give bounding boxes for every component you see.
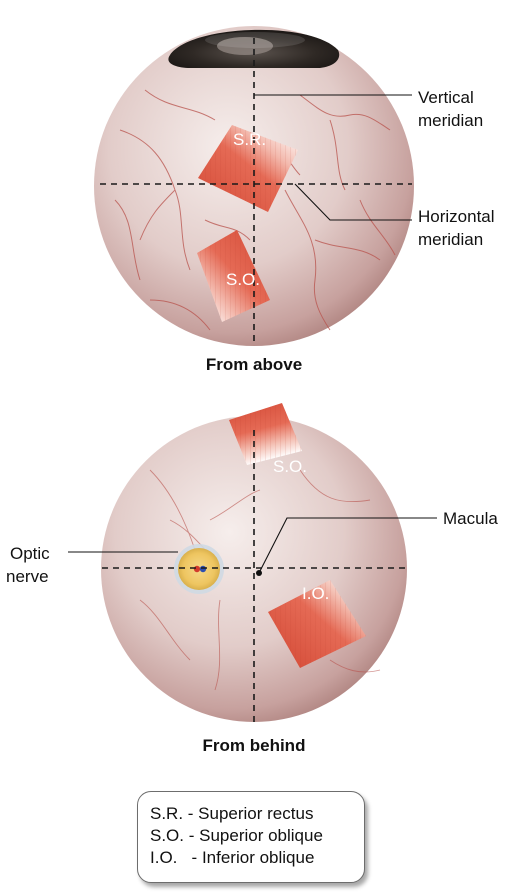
label-horizontal-meridian-line1: Horizontal [418, 207, 495, 226]
label-inferior-oblique: I.O. [302, 584, 329, 603]
label-optic-nerve-line1: Optic [10, 544, 50, 563]
label-optic-nerve-line2: nerve [6, 567, 49, 586]
legend-row-superior-rectus: S.R. - Superior rectus [150, 803, 364, 825]
optic-nerve-disc [174, 544, 224, 594]
label-superior-oblique-back: S.O. [273, 457, 307, 476]
label-superior-oblique-top: S.O. [226, 270, 260, 289]
label-macula: Macula [443, 509, 498, 528]
legend-row-inferior-oblique: I.O. - Inferior oblique [150, 847, 364, 869]
label-superior-rectus: S.R. [233, 130, 266, 149]
label-vertical-meridian-line1: Vertical [418, 88, 474, 107]
caption-from-behind: From behind [203, 736, 306, 755]
legend-row-superior-oblique: S.O. - Superior oblique [150, 825, 364, 847]
label-horizontal-meridian-line2: meridian [418, 230, 483, 249]
eye-from-above: S.R. S.O. Vertical meridian Horizontal m… [94, 26, 495, 374]
abbreviation-legend: S.R. - Superior rectus S.O. - Superior o… [137, 791, 365, 883]
caption-from-above: From above [206, 355, 302, 374]
label-vertical-meridian-line2: meridian [418, 111, 483, 130]
eye-from-behind: S.O. I.O. Macula Optic nerve From behind [6, 403, 498, 755]
